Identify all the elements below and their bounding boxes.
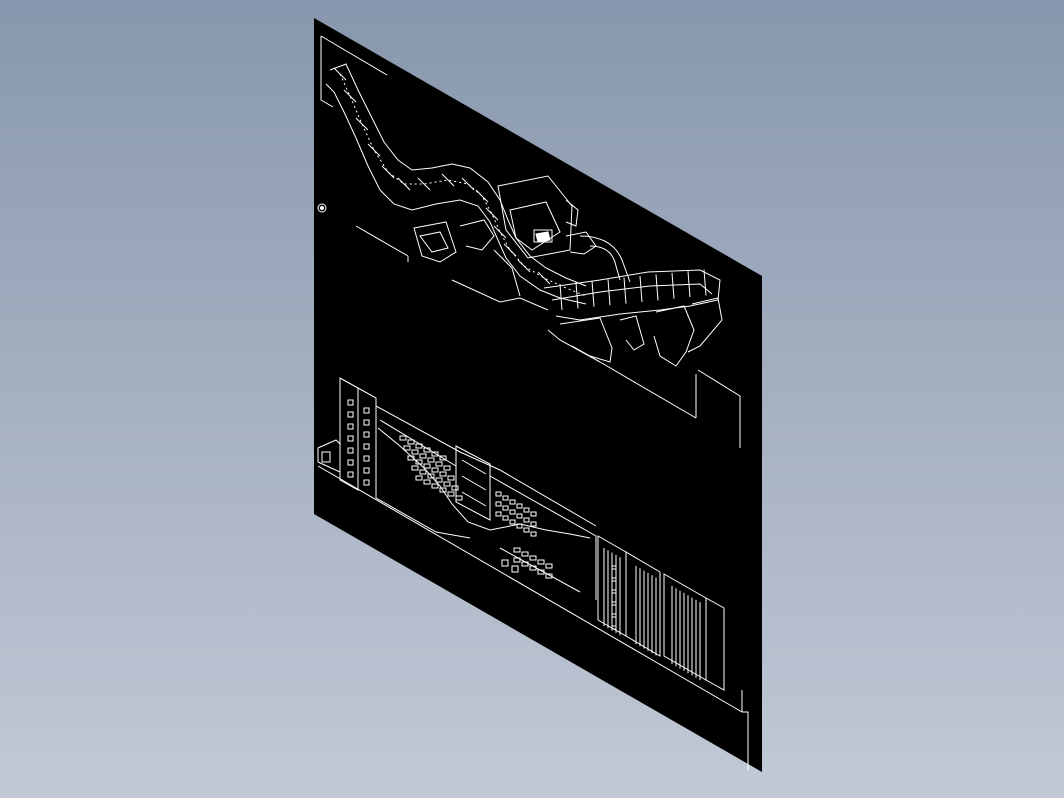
ground-line [317, 465, 743, 713]
site-plan [317, 35, 741, 448]
ramp [579, 235, 631, 283]
stadium-roof [375, 405, 597, 527]
entrance-block [413, 221, 457, 263]
tower-middle [455, 445, 491, 521]
corridor-room-dividers [333, 67, 551, 285]
corridor-outline-inner [325, 83, 587, 305]
tower-right-b [625, 551, 661, 657]
plan-corner-bracket [697, 369, 741, 448]
plan-corner-mark [320, 36, 334, 108]
plan-title-line [320, 35, 388, 76]
north-marker-icon [317, 203, 327, 213]
central-block [497, 175, 573, 259]
corridor-outline-outer [329, 63, 587, 287]
elevation-section [317, 377, 749, 770]
